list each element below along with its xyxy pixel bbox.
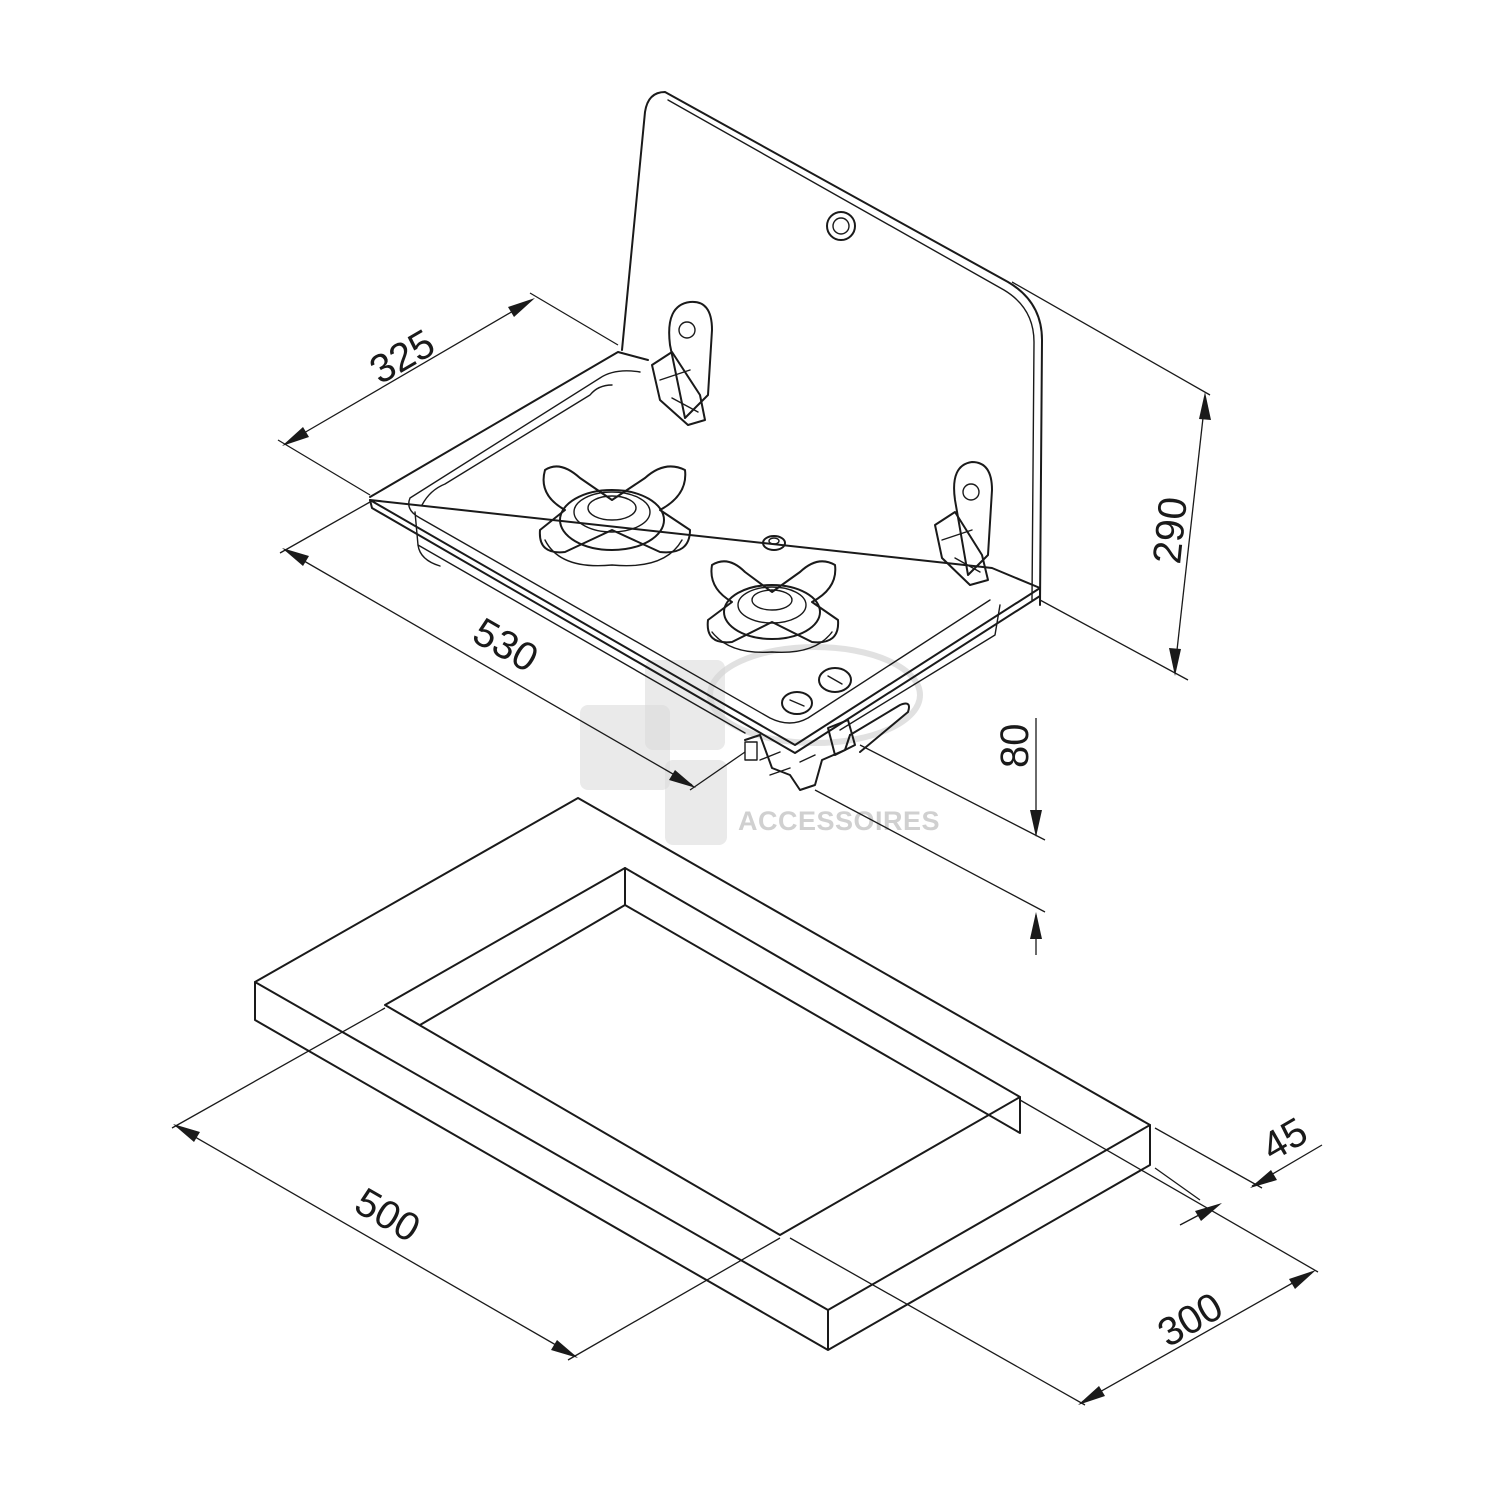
hob-body: [369, 351, 1041, 754]
lid-outline: [621, 91, 1043, 606]
dim-under-depth-label: 80: [993, 724, 1037, 769]
cutout-inner: [419, 867, 1021, 1134]
hob-rim-edge: [369, 499, 1041, 754]
lid-knob-inner: [832, 217, 850, 235]
cutout-floor: [384, 1004, 421, 1026]
igniter: [762, 535, 786, 551]
dim-hob-width-label: 530: [466, 610, 546, 681]
gas-fittings: [744, 702, 910, 791]
dim-cutout-width-label: 500: [348, 1180, 428, 1251]
dim-cutout-width: 500: [171, 1007, 781, 1361]
watermark: ACCESSOIRES: [580, 644, 940, 845]
cutout-top: [384, 867, 1021, 1236]
glass-lid: [621, 91, 1043, 606]
control-knobs: [781, 667, 852, 715]
burner-small: [706, 560, 840, 654]
dim-cutout-depth: 300: [789, 1099, 1319, 1406]
hob-rim-top: [369, 351, 1041, 746]
dim-lid-height: 290: [1011, 281, 1211, 681]
burner-large: [538, 465, 691, 567]
worktop: [254, 797, 1151, 1351]
dim-lid-height-label: 290: [1145, 495, 1196, 566]
hob-tray-floor: [421, 384, 613, 506]
dim-hob-depth-label: 325: [363, 321, 443, 392]
hinge-left: [651, 300, 713, 426]
dim-worktop-thickness: 45: [1154, 1109, 1323, 1226]
watermark-text: ACCESSOIRES: [738, 806, 940, 836]
dim-under-depth: 80: [814, 718, 1046, 955]
dim-worktop-thickness-label: 45: [1255, 1109, 1316, 1169]
hob-tray-edge: [408, 370, 991, 724]
dim-cutout-depth-label: 300: [1151, 1284, 1231, 1355]
worktop-front: [254, 981, 1151, 1351]
lid-knob: [826, 211, 856, 241]
lid-inner-edge: [667, 99, 1035, 601]
dim-hob-depth: 325: [277, 292, 619, 496]
watermark-block-2: [645, 660, 725, 750]
